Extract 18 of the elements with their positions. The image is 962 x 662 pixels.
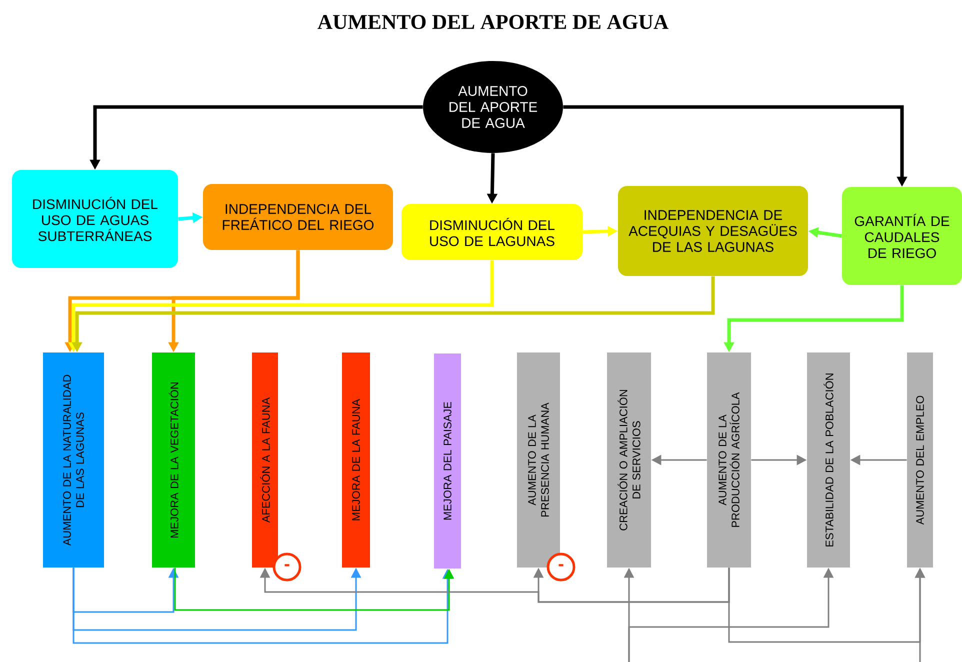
process-box: DISMINUCIÓN DEL USO DE LAGUNAS	[402, 204, 582, 260]
arrow	[260, 568, 730, 603]
vertical-box: MEJORA DE LA FAUNA	[342, 352, 370, 568]
vertical-box: AUMENTO DEL EMPLEO	[907, 352, 933, 568]
vertical-box: AUMENTO DE LA NATURALIDAD DE LAS LAGUNAS	[43, 352, 104, 568]
process-box: DISMINUCIÓN DEL USO DE AGUAS SUBTERRÁNEAS	[12, 170, 178, 268]
vertical-box: AUMENTO DE LA PRODUCCIÓN AGRÍCOLA	[707, 352, 751, 568]
vertical-box: MEJORA DE LA VEGETACIÓN	[152, 352, 195, 568]
process-box: GARANTÍA DE CAUDALES DE RIEGO	[842, 187, 962, 285]
vertical-box: ESTABILIDAD DE LA POBLACIÓN	[807, 352, 850, 568]
vertical-box: AFECCIÓN A LA FAUNA	[252, 352, 278, 568]
vertical-box: AUMENTO DE LA PRESENCIA HUMANA	[517, 352, 560, 568]
vertical-box: MEJORA DEL PAISAJE	[434, 354, 461, 568]
process-box: INDEPENDENCIA DEL FREÁTICO DEL RIEGO	[203, 184, 393, 250]
title: AUMENTO DEL APORTE DE AGUA	[318, 14, 668, 30]
process-box: INDEPENDENCIA DE ACEQUIAS Y DESAGÜES DE LAS LAGUNAS	[618, 186, 808, 276]
vertical-box: CREACIÓN O AMPLIACIÓN DE SERVICIOS	[607, 352, 651, 568]
ellipse-node: AUMENTO DEL APORTE DE AGUA	[423, 61, 563, 153]
